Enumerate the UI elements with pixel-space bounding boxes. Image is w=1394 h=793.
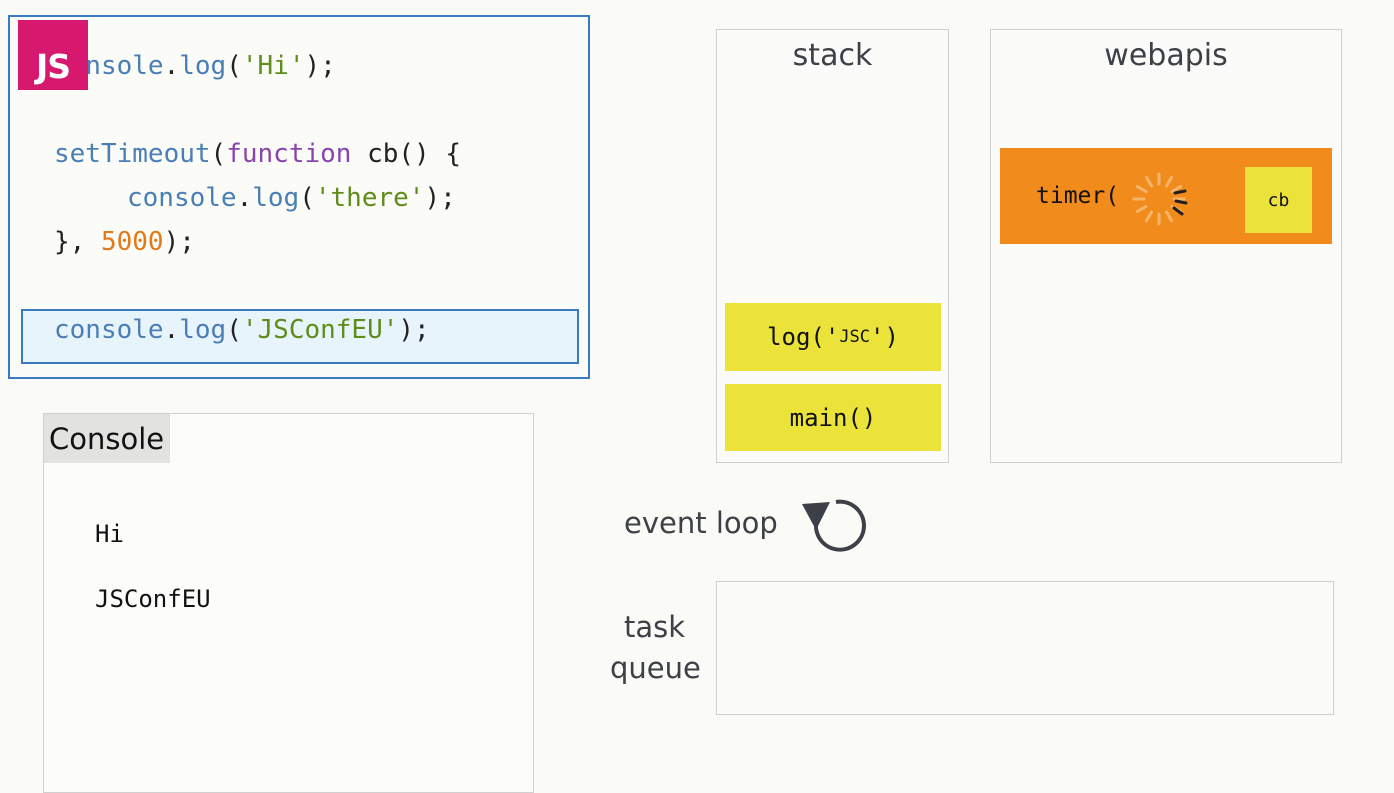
console-output-line: JSConfEU: [95, 585, 211, 613]
stack-panel: stack log('JSC') main(): [716, 29, 949, 463]
code-token: );: [163, 227, 195, 257]
code-token: 5000: [100, 227, 164, 257]
code-line-5: console.log('JSConfEU');: [54, 315, 430, 345]
code-token: cb() {: [351, 139, 462, 169]
stack-frame-main: main(): [725, 384, 941, 451]
webapis-title: webapis: [1104, 38, 1228, 73]
code-token: console: [54, 315, 164, 345]
code-token: );: [398, 315, 430, 345]
code-token: (: [226, 51, 242, 81]
code-token: 'JSConfEU': [241, 315, 399, 345]
code-token: (: [210, 139, 227, 169]
code-line-3: console.log('there');: [127, 183, 456, 213]
code-panel: JS console.log('Hi'); setTimeout(functio…: [8, 15, 590, 379]
code-token: .: [236, 183, 253, 213]
code-token: );: [304, 51, 336, 81]
code-token: 'Hi': [241, 51, 305, 81]
frame-text: log(': [767, 323, 840, 351]
task-queue-box: [716, 581, 1334, 715]
event-loop-label: event loop: [624, 506, 778, 540]
console-panel: Console Hi JSConfEU: [43, 413, 534, 793]
code-token: .: [163, 51, 180, 81]
code-token: 'there': [314, 183, 425, 213]
stack-frame-log: log('JSC'): [725, 303, 941, 371]
code-token: setTimeout: [54, 139, 211, 169]
code-token: (: [299, 183, 315, 213]
webapis-panel: webapis: [990, 29, 1342, 463]
code-token: );: [424, 183, 456, 213]
code-token: log: [252, 183, 300, 213]
timer-block: timer( cb: [1000, 148, 1332, 244]
current-line-highlight: [21, 309, 579, 364]
frame-text: JSC: [839, 327, 871, 347]
task-queue-label-line1: task: [624, 610, 686, 644]
code-token: console: [127, 183, 237, 213]
callback-box: cb: [1245, 167, 1312, 233]
code-token: (: [226, 315, 242, 345]
console-output-line: Hi: [95, 520, 124, 548]
spinner-icon: [1132, 172, 1188, 226]
code-line-4: }, 5000);: [54, 227, 195, 257]
console-title: Console: [44, 414, 170, 463]
code-line-1: console.log('Hi');: [54, 51, 336, 81]
code-line-2: setTimeout(function cb() {: [54, 139, 461, 169]
loop-arrow-icon: [802, 499, 866, 552]
code-token: log: [179, 51, 227, 81]
js-logo: JS: [18, 20, 88, 90]
code-token: .: [163, 315, 180, 345]
stack-title: stack: [792, 38, 873, 73]
task-queue-label-line2: queue: [610, 651, 701, 685]
code-token: function: [226, 139, 352, 169]
code-token: log: [179, 315, 227, 345]
frame-text: '): [870, 323, 899, 351]
code-token: },: [54, 227, 101, 257]
timer-label: timer(: [1036, 183, 1120, 209]
